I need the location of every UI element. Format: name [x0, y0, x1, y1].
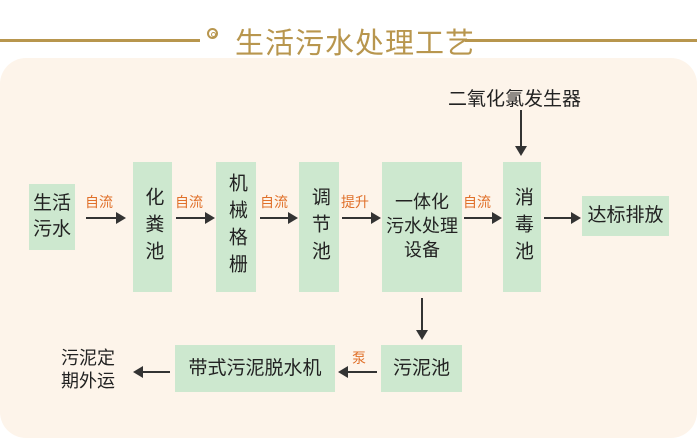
edge-label-pump: 泵	[352, 351, 366, 367]
arrow-right	[342, 212, 381, 224]
arrow-left	[133, 366, 170, 378]
node-sludge-tank: 污泥池	[381, 345, 462, 392]
edge-label-flow4: 自流	[463, 195, 491, 211]
title-line-left	[0, 39, 200, 42]
page-title: 生活污水处理工艺	[235, 26, 476, 60]
edge-label-flow1: 自流	[85, 195, 113, 211]
node-belt-dewatering: 带式污泥脱水机	[175, 345, 335, 392]
title-line-right	[465, 39, 697, 42]
node-septic-tank: 化粪池	[133, 162, 172, 292]
edge-label-lift: 提升	[341, 195, 369, 211]
arrow-right	[176, 212, 215, 224]
arrow-down	[416, 298, 428, 340]
label: 机械格栅	[225, 173, 248, 281]
arrow-right	[260, 212, 298, 224]
node-integrated-equipment: 一体化 污水处理设备	[382, 162, 462, 292]
node-discharge: 达标排放	[582, 196, 669, 236]
arrow-down	[515, 110, 527, 156]
node-disinfection-tank: 消毒池	[503, 162, 541, 292]
label: 化粪池	[142, 186, 165, 268]
label: 调节池	[308, 186, 331, 268]
edge-label-flow3: 自流	[260, 195, 288, 211]
arrow-right	[86, 212, 126, 224]
arrow-right	[544, 212, 581, 224]
node-regulating-tank: 调节池	[299, 162, 339, 292]
arrow-left	[338, 366, 377, 378]
diagram-panel	[0, 58, 697, 438]
node-mechanical-grille: 机械格栅	[216, 162, 256, 292]
label: 消毒池	[511, 186, 534, 268]
arrow-right	[464, 212, 502, 224]
node-sludge-transport: 污泥定 期外运	[61, 348, 115, 392]
chlorine-generator: 二氧化氯发生器	[448, 88, 582, 110]
edge-label-flow2: 自流	[175, 195, 203, 211]
circle-icon	[207, 28, 218, 39]
node-domestic-sewage: 生活 污水	[29, 184, 75, 250]
